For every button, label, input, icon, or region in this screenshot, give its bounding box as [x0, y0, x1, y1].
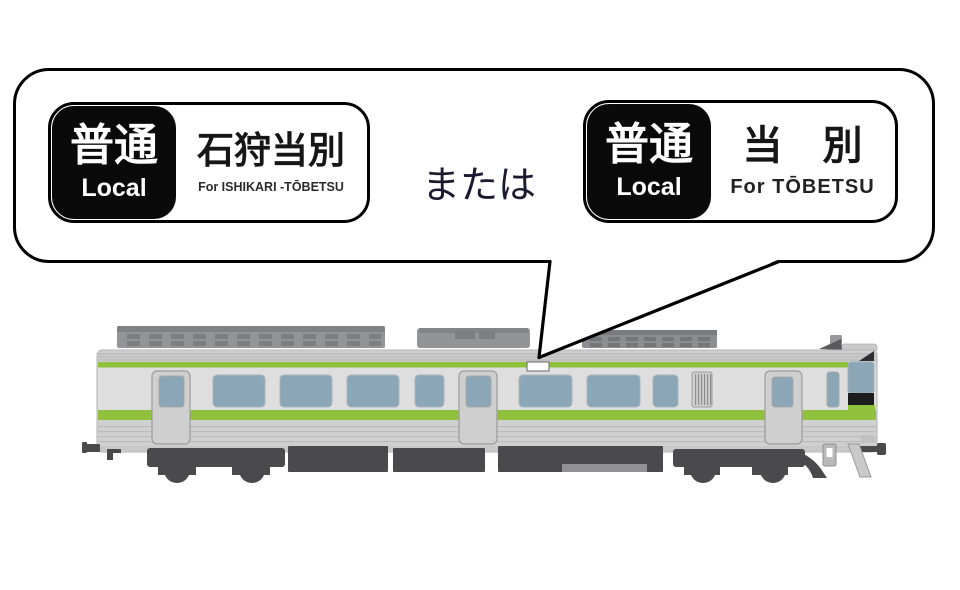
cab-front: [826, 351, 875, 411]
train-type-ja: 普通: [605, 120, 693, 169]
window: [652, 374, 679, 408]
front-step-icon: [822, 435, 875, 478]
lifeguard: [797, 452, 827, 478]
train-type-ja: 普通: [70, 121, 158, 170]
ac-unit-1-icon: [117, 326, 385, 348]
bogie: [147, 448, 285, 483]
door: [764, 370, 803, 445]
train-type-box: 普通 Local: [52, 106, 176, 219]
destination-en: For ISHIKARI -TŌBETSU: [198, 179, 344, 194]
wheel: [164, 457, 190, 483]
window: [414, 374, 445, 408]
front-panel: [861, 435, 875, 443]
cab-roof-details: [819, 335, 878, 353]
front-windshield: [847, 361, 875, 394]
destination-en: For TŌBETSU: [730, 176, 875, 198]
train-type-box: 普通 Local: [587, 104, 711, 219]
window: [586, 374, 641, 408]
cab-side-window: [826, 371, 840, 408]
front-black-band: [848, 393, 874, 405]
door: [458, 370, 498, 445]
front-skirt: [847, 443, 872, 478]
destination-text-area: 当 別 For TŌBETSU: [711, 104, 894, 219]
passenger-windows: [212, 374, 679, 408]
front-coupler-icon: [860, 443, 886, 455]
window: [518, 374, 573, 408]
doors: [151, 370, 803, 445]
destination-sign-ishikari-tobetsu: 普通 Local 石狩当別 For ISHIKARI -TŌBETSU: [48, 102, 370, 223]
window: [212, 374, 266, 408]
upper-green-stripe: [98, 362, 848, 368]
window: [346, 374, 400, 408]
roof-band: [98, 351, 876, 362]
destination-text-area: 石狩当別 For ISHIKARI -TŌBETSU: [176, 106, 366, 219]
destination-sign-tobetsu: 普通 Local 当 別 For TŌBETSU: [583, 100, 898, 223]
ac-unit-3-icon: [582, 330, 717, 348]
or-label: または: [421, 165, 536, 207]
ac-unit-2-icon: [417, 328, 530, 348]
door: [151, 370, 191, 445]
train: [82, 326, 886, 483]
horn-icon: [819, 339, 842, 350]
wheel: [690, 457, 716, 483]
underbody: [82, 442, 886, 483]
wiper-icon: [859, 351, 874, 361]
front-green-patch: [848, 405, 875, 411]
vent-grille-icon: [691, 371, 713, 408]
fuel-tank: [498, 446, 663, 472]
train-type-en: Local: [616, 173, 682, 201]
destination-ja: 当 別: [742, 124, 863, 168]
wheel: [239, 457, 265, 483]
destination-ja: 石狩当別: [197, 129, 345, 171]
equipment-box: [288, 446, 388, 472]
window: [279, 374, 333, 408]
rollsign-box: [526, 361, 550, 372]
bogie: [673, 449, 827, 483]
wheel: [760, 457, 786, 483]
rear-coupler-icon: [82, 442, 121, 460]
equipment-box: [393, 448, 485, 472]
train-type-en: Local: [81, 174, 147, 202]
